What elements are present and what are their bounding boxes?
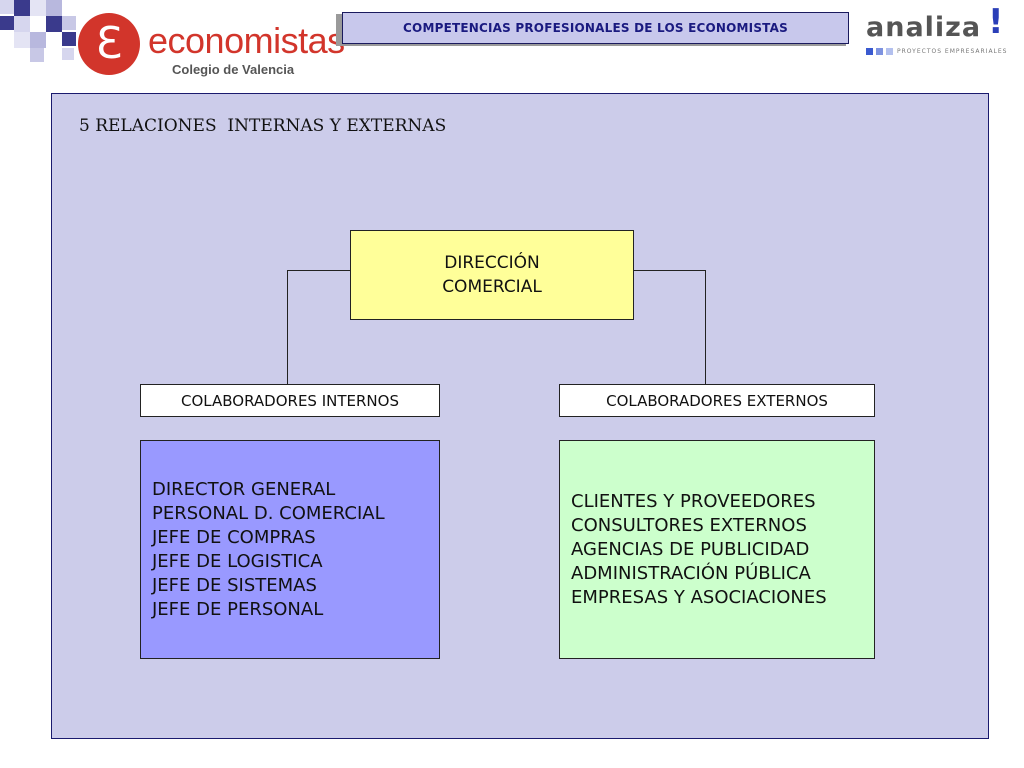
root-label-line-2: COMERCIAL — [442, 277, 542, 297]
colaboradores-externos-label: COLABORADORES EXTERNOS — [559, 384, 875, 417]
direccion-comercial-box: DIRECCIÓN COMERCIAL — [350, 230, 634, 320]
list-item: DIRECTOR GENERAL — [152, 478, 336, 500]
list-item: AGENCIAS DE PUBLICIDAD — [571, 538, 810, 560]
analiza-logo-dots — [866, 48, 893, 55]
header-title: COMPETENCIAS PROFESIONALES DE LOS ECONOM… — [342, 12, 849, 44]
root-label-line-1: DIRECCIÓN — [444, 253, 540, 273]
list-item: EMPRESAS Y ASOCIACIONES — [571, 586, 827, 608]
external-collaborators-list: CLIENTES Y PROVEEDORES CONSULTORES EXTER… — [559, 440, 875, 659]
analiza-subtitle: PROYECTOS EMPRESARIALES — [897, 48, 1008, 55]
analiza-logo-mark: ! — [988, 2, 1004, 42]
colaboradores-internos-label: COLABORADORES INTERNOS — [140, 384, 440, 417]
analiza-logo-text: analiza — [866, 12, 982, 43]
connector-right-horizontal — [633, 270, 706, 271]
list-item: ADMINISTRACIÓN PÚBLICA — [571, 562, 811, 584]
list-item: JEFE DE SISTEMAS — [152, 574, 317, 596]
list-item: JEFE DE LOGISTICA — [152, 550, 323, 572]
connector-left-vertical — [287, 270, 288, 384]
list-item: CONSULTORES EXTERNOS — [571, 514, 807, 536]
section-title: 5 RELACIONES INTERNAS Y EXTERNAS — [79, 116, 447, 136]
list-item: JEFE DE PERSONAL — [152, 598, 324, 620]
economistas-logo-text: economistas — [148, 20, 345, 61]
list-item: CLIENTES Y PROVEEDORES — [571, 490, 816, 512]
internal-collaborators-list: DIRECTOR GENERAL PERSONAL D. COMERCIAL J… — [140, 440, 440, 659]
connector-right-vertical — [705, 270, 706, 384]
logo-subtitle: Colegio de Valencia — [172, 62, 295, 77]
connector-left-horizontal — [287, 270, 351, 271]
list-item: PERSONAL D. COMERCIAL — [152, 502, 385, 524]
list-item: JEFE DE COMPRAS — [152, 526, 316, 548]
economistas-logo-mark: ℇ — [78, 13, 140, 75]
